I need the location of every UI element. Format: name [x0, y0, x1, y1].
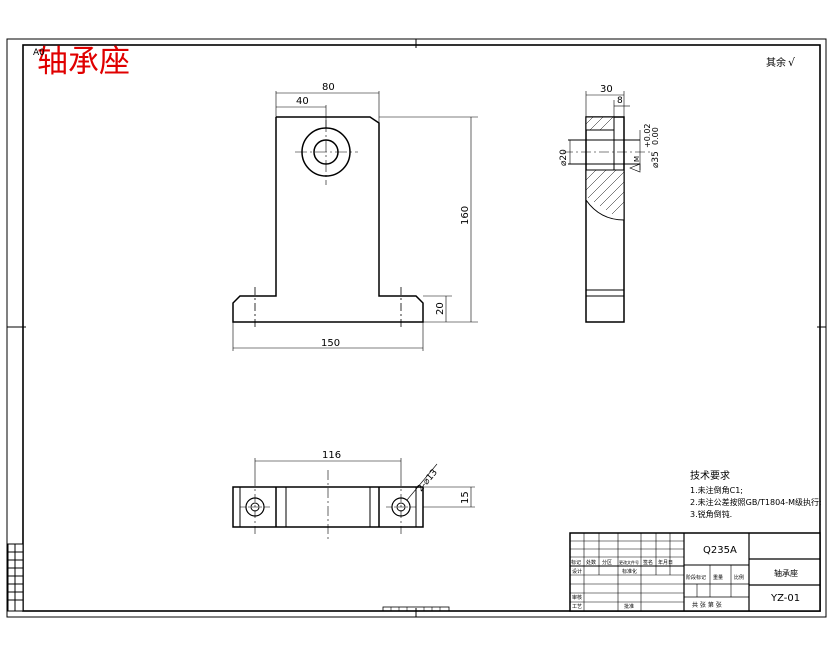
tech-requirements: 技术要求 1.未注倒角C1; 2.未注公差按照GB/T1804-M级执行; 3.…	[690, 469, 822, 519]
front-dim-20: 20	[435, 302, 446, 315]
side-view-section-hatch	[585, 116, 625, 221]
side-dim-30: 30	[600, 84, 613, 95]
tb-label-standard: 标准化	[622, 568, 637, 575]
side-dim-dia35: ⌀35	[651, 151, 661, 168]
top-dim-holes: 2-⌀13	[416, 468, 440, 494]
bottom-ruler	[382, 606, 450, 612]
tb-label-check: 审核	[572, 594, 582, 601]
top-dim-116: 116	[322, 450, 341, 461]
tb-label-count: 处数	[586, 559, 596, 566]
tb-sheet-count: 共 张 第 张	[692, 601, 722, 609]
side-dim-8: 8	[617, 96, 623, 106]
hatch-lines	[585, 116, 625, 215]
tb-part-name: 轴承座	[774, 568, 798, 578]
title-block-frame	[569, 532, 821, 612]
tech-req-item: 2.未注公差按照GB/T1804-M级执行;	[690, 497, 822, 507]
tb-label-zone: 分区	[602, 559, 612, 566]
tech-req-item: 1.未注倒角C1;	[690, 485, 743, 495]
tb-label-date: 年月日	[658, 559, 673, 566]
corner-mark: A0	[33, 48, 45, 58]
side-chamfer-mark: M	[633, 156, 641, 162]
tb-label-mark: 标记	[571, 559, 581, 566]
roughness-note: 其余 √	[766, 56, 796, 69]
tb-label-approve: 批准	[624, 603, 634, 610]
front-dim-40: 40	[296, 96, 309, 107]
left-stamp-table	[7, 543, 24, 612]
roughness-note-text: 其余	[766, 56, 786, 69]
title-block: 标记 处数 分区 更改文件号 签名 年月日 设计 标准化 审核 工艺 批准 阶段…	[569, 532, 821, 612]
sheet-outer-border	[6, 38, 827, 618]
tb-label-design: 设计	[572, 568, 582, 575]
tb-label-stage: 阶段标记	[686, 574, 706, 581]
tb-label-change-doc: 更改文件号	[619, 559, 639, 565]
top-view: 116 2-⌀13 15	[232, 450, 475, 540]
side-view: 30 8 ⌀20 ⌀35 +0.02 0.00 M	[559, 84, 661, 323]
front-dim-80: 80	[322, 82, 335, 93]
tb-drawing-number: YZ-01	[770, 593, 800, 604]
drawing-title: 轴承座	[37, 44, 130, 80]
tb-material: Q235A	[703, 545, 737, 556]
side-dim-tol-lower: 0.00	[651, 127, 660, 145]
tb-label-weight: 重量	[713, 574, 723, 581]
tb-label-ratio: 比例	[734, 574, 744, 581]
tech-req-item: 3.锐角倒钝.	[690, 509, 732, 519]
top-dim-15: 15	[460, 491, 471, 504]
front-dim-150: 150	[321, 338, 340, 349]
front-view: 80 40 160 20 150	[232, 82, 478, 351]
tb-label-process: 工艺	[572, 604, 582, 610]
tb-label-sign: 签名	[643, 559, 653, 566]
side-chamfer-callout: M	[629, 156, 641, 173]
side-dim-tol-upper: +0.02	[643, 123, 652, 148]
sheet-inner-border	[22, 44, 821, 612]
roughness-symbol: √	[788, 56, 796, 69]
front-dim-160: 160	[460, 206, 471, 225]
side-dim-dia20: ⌀20	[559, 149, 569, 166]
front-view-outline	[232, 116, 424, 323]
tech-req-heading: 技术要求	[690, 469, 730, 482]
